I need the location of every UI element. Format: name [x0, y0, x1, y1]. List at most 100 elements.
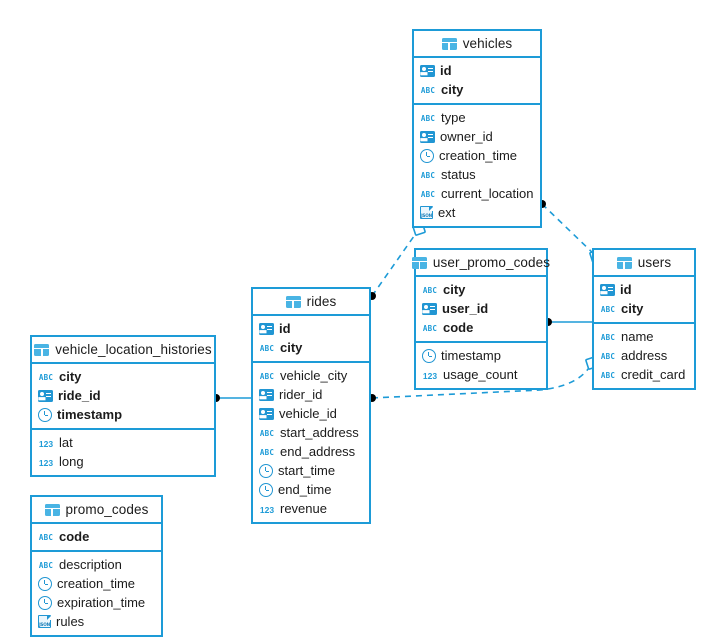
pk-row-user_promo_codes-user_id[interactable]: user_id	[416, 299, 546, 318]
column-row-promo_codes-expiration_time[interactable]: expiration_time	[32, 593, 161, 612]
table-icon	[285, 295, 301, 308]
json-icon	[420, 206, 433, 219]
column-label: end_address	[280, 444, 356, 459]
column-label: id	[440, 63, 452, 78]
column-label: start_address	[280, 425, 359, 440]
clock-icon	[38, 595, 52, 610]
id-icon	[420, 64, 435, 77]
table-icon	[441, 37, 457, 50]
column-row-vehicle_location_histories-lat[interactable]: lat	[32, 433, 214, 452]
table-header-user_promo_codes[interactable]: user_promo_codes	[411, 250, 550, 277]
table-header-rides[interactable]: rides	[253, 289, 369, 316]
pk-row-user_promo_codes-city[interactable]: city	[416, 280, 546, 299]
column-row-rides-rider_id[interactable]: rider_id	[253, 385, 369, 404]
column-label: vehicle_city	[280, 368, 348, 383]
column-row-vehicles-owner_id[interactable]: owner_id	[414, 127, 540, 146]
abc-icon	[422, 322, 438, 334]
column-label: city	[59, 369, 82, 384]
pk-row-vehicles-id[interactable]: id	[414, 61, 540, 80]
pk-row-vehicle_location_histories-city[interactable]: city	[32, 367, 214, 386]
table-header-users[interactable]: users	[594, 250, 694, 277]
table-title: users	[637, 255, 672, 270]
id-icon	[259, 407, 274, 420]
table-vehicle_location_histories[interactable]: vehicle_location_historiescity ride_idtim…	[30, 335, 216, 477]
column-label: ext	[438, 205, 456, 220]
column-label: long	[59, 454, 84, 469]
column-row-rides-revenue[interactable]: revenue	[253, 499, 369, 518]
column-row-user_promo_codes-timestamp[interactable]: timestamp	[416, 346, 546, 365]
column-label: lat	[59, 435, 73, 450]
column-row-rides-start_address[interactable]: start_address	[253, 423, 369, 442]
column-label: rules	[56, 614, 85, 629]
column-row-users-name[interactable]: name	[594, 327, 694, 346]
pk-row-rides-city[interactable]: city	[253, 338, 369, 357]
column-row-promo_codes-creation_time[interactable]: creation_time	[32, 574, 161, 593]
pk-row-users-city[interactable]: city	[594, 299, 694, 318]
pk-row-users-id[interactable]: id	[594, 280, 694, 299]
abc-icon	[422, 284, 438, 296]
pk-row-rides-id[interactable]: id	[253, 319, 369, 338]
column-row-vehicles-ext[interactable]: ext	[414, 203, 540, 222]
clock-icon	[259, 482, 273, 497]
column-row-rides-start_time[interactable]: start_time	[253, 461, 369, 480]
pk-row-vehicle_location_histories-ride_id[interactable]: ride_id	[32, 386, 214, 405]
column-label: city	[621, 301, 644, 316]
column-label: credit_card	[621, 367, 686, 382]
clock-icon	[38, 576, 52, 591]
id-icon	[422, 302, 437, 315]
column-row-promo_codes-rules[interactable]: rules	[32, 612, 161, 631]
column-row-vehicles-creation_time[interactable]: creation_time	[414, 146, 540, 165]
primary-key-section-users: id city	[594, 277, 694, 324]
table-header-vehicles[interactable]: vehicles	[414, 31, 540, 58]
column-row-vehicles-type[interactable]: type	[414, 108, 540, 127]
column-label: city	[280, 340, 303, 355]
table-title: vehicle_location_histories	[55, 342, 212, 357]
clock-icon	[38, 407, 52, 422]
table-title: vehicles	[462, 36, 513, 51]
table-icon	[44, 503, 60, 516]
column-row-rides-end_address[interactable]: end_address	[253, 442, 369, 461]
column-row-vehicles-status[interactable]: status	[414, 165, 540, 184]
column-label: creation_time	[57, 576, 136, 591]
column-row-vehicle_location_histories-long[interactable]: long	[32, 452, 214, 471]
pk-row-promo_codes-code[interactable]: code	[32, 527, 161, 546]
table-header-vehicle_location_histories[interactable]: vehicle_location_histories	[32, 337, 214, 364]
json-icon	[38, 615, 51, 628]
column-section-promo_codes: description creation_time expiration_timer…	[32, 552, 161, 635]
column-label: city	[443, 282, 466, 297]
table-users[interactable]: users id city nameaddress credit_card	[592, 248, 696, 390]
table-rides[interactable]: rides id city vehicle_city rider_id vehicle_i…	[251, 287, 371, 524]
id-icon	[259, 322, 274, 335]
column-section-vehicle_location_histories: lat long	[32, 430, 214, 475]
column-row-vehicles-current_location[interactable]: current_location	[414, 184, 540, 203]
clock-icon	[422, 348, 436, 363]
table-header-promo_codes[interactable]: promo_codes	[32, 497, 161, 524]
abc-icon	[420, 84, 436, 96]
pk-row-vehicles-city[interactable]: city	[414, 80, 540, 99]
column-row-rides-vehicle_city[interactable]: vehicle_city	[253, 366, 369, 385]
id-icon	[420, 130, 435, 143]
column-row-promo_codes-description[interactable]: description	[32, 555, 161, 574]
id-icon	[38, 389, 53, 402]
pk-row-vehicle_location_histories-timestamp[interactable]: timestamp	[32, 405, 214, 424]
column-row-users-credit_card[interactable]: credit_card	[594, 365, 694, 384]
column-row-rides-vehicle_id[interactable]: vehicle_id	[253, 404, 369, 423]
column-label: id	[279, 321, 291, 336]
column-row-users-address[interactable]: address	[594, 346, 694, 365]
abc-icon	[259, 342, 275, 354]
123-icon	[38, 456, 54, 468]
pk-row-user_promo_codes-code[interactable]: code	[416, 318, 546, 337]
relationship-line-vehicles-to-users[interactable]	[541, 203, 597, 257]
table-title: promo_codes	[65, 502, 149, 517]
column-label: usage_count	[443, 367, 518, 382]
column-row-user_promo_codes-usage_count[interactable]: usage_count	[416, 365, 546, 384]
table-user_promo_codes[interactable]: user_promo_codescity user_idcode timestamp…	[411, 248, 550, 390]
abc-icon	[38, 559, 54, 571]
table-promo_codes[interactable]: promo_codescode description creation_timee…	[30, 495, 163, 637]
column-label: rider_id	[279, 387, 323, 402]
id-icon	[600, 283, 615, 296]
column-row-rides-end_time[interactable]: end_time	[253, 480, 369, 499]
table-vehicles[interactable]: vehicles id city typeowner_idcreation_times…	[412, 29, 542, 228]
column-label: status	[441, 167, 476, 182]
